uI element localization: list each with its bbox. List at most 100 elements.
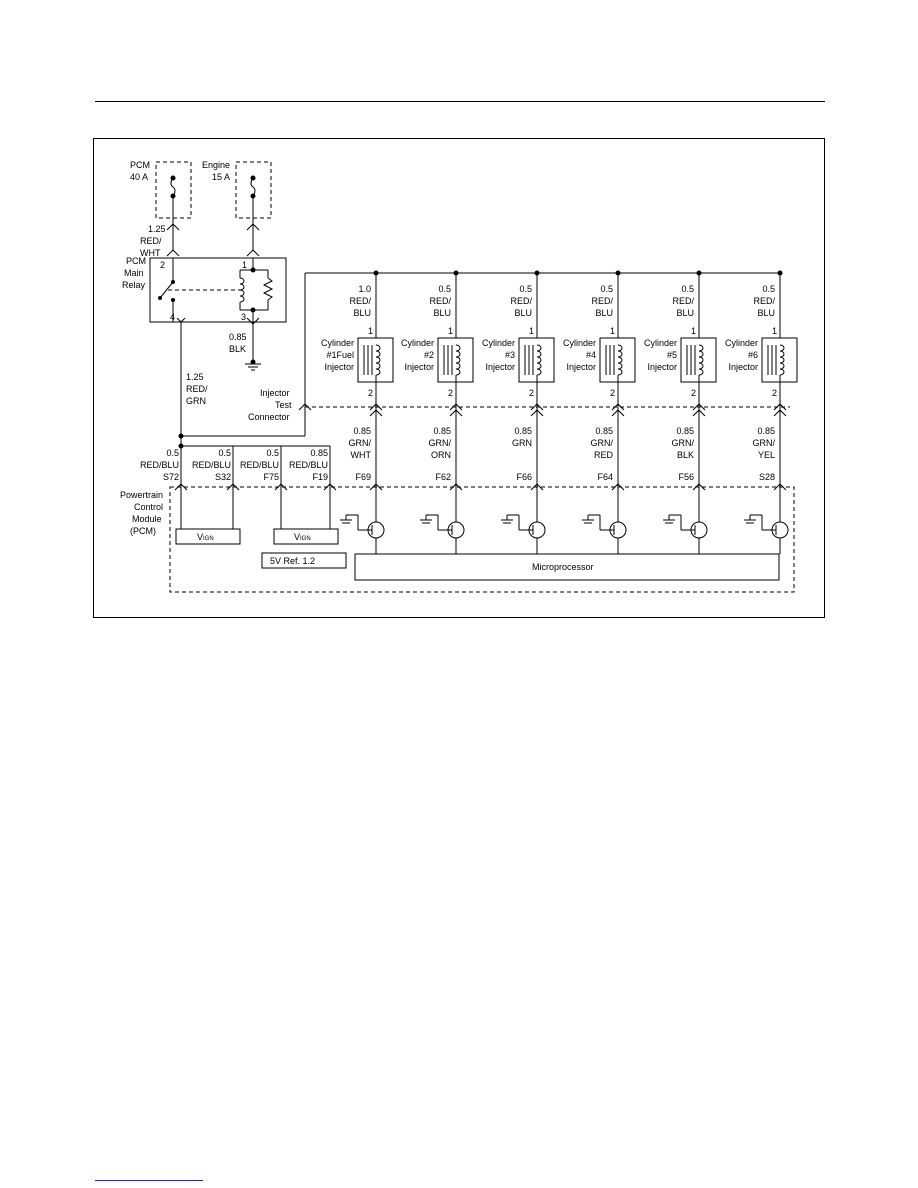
relay-pin: 3: [241, 312, 246, 322]
injector-pin: 1: [691, 326, 696, 336]
pcm-pin: F64: [597, 472, 613, 482]
wire-color: BLU: [676, 308, 694, 318]
wire-color: ORN: [431, 450, 451, 460]
wire-gauge: 0.85: [229, 332, 247, 342]
wire-color: GRN/: [591, 438, 614, 448]
pcm-pin: F62: [435, 472, 451, 482]
wire-gauge: 0.85: [433, 426, 451, 436]
injector-pin: 1: [772, 326, 777, 336]
injector-name: Cylinder: [644, 338, 677, 348]
relay-label: Main: [124, 268, 144, 278]
wire-color: WHT: [140, 248, 161, 258]
pcm-pin: F56: [678, 472, 694, 482]
injector-name: #1Fuel: [326, 350, 354, 360]
injector-name: Injector: [485, 362, 515, 372]
wire-color: GRN/: [429, 438, 452, 448]
connector-chevron: [176, 317, 186, 323]
wire-color: RED/: [753, 296, 775, 306]
wire-gauge: 0.5: [600, 284, 613, 294]
pcm-pin: F66: [516, 472, 532, 482]
wire-color: WHT: [351, 450, 372, 460]
pcm-label: (PCM): [130, 526, 156, 536]
pcm-label: Control: [134, 502, 163, 512]
connector-chevron: [246, 223, 260, 257]
wire-gauge: 0.5: [166, 448, 179, 458]
wire-color: RED/BLU: [240, 460, 279, 470]
pcm-pin: S72: [163, 472, 179, 482]
wire-gauge: 0.85: [757, 426, 775, 436]
injector-pin: 2: [529, 388, 534, 398]
wire-color: GRN/: [753, 438, 776, 448]
connector-chevron: [166, 223, 180, 257]
wire-color: RED/: [349, 296, 371, 306]
wire-color: GRN/: [672, 438, 695, 448]
wire-gauge: 0.5: [681, 284, 694, 294]
injector-name: Injector: [566, 362, 596, 372]
microprocessor-block: Microprocessor: [354, 553, 780, 581]
pcm-label: Powertrain: [120, 490, 163, 500]
wire-gauge: 0.85: [595, 426, 613, 436]
wire-color: BLK: [677, 450, 694, 460]
wire-color: RED/BLU: [192, 460, 231, 470]
wire-gauge: 1.0: [358, 284, 371, 294]
injector-name: #4: [586, 350, 596, 360]
injector-pin: 1: [529, 326, 534, 336]
wire-color: RED/BLU: [140, 460, 179, 470]
wire-gauge: 0.5: [438, 284, 451, 294]
pcm-pin: F69: [355, 472, 371, 482]
wire-color: RED/: [510, 296, 532, 306]
wire-color: BLU: [514, 308, 532, 318]
injector-1: 1.0RED/BLU1Cylinder#1FuelInjector20.85GR…: [321, 270, 394, 554]
injector-name: Cylinder: [401, 338, 434, 348]
wire-gauge: 0.85: [353, 426, 371, 436]
injector-name: #5: [667, 350, 677, 360]
wire-color: YEL: [758, 450, 775, 460]
pcm-label: Module: [132, 514, 162, 524]
wire-gauge: 0.5: [762, 284, 775, 294]
fuse-label: PCM: [130, 160, 150, 170]
injector-pin: 2: [368, 388, 373, 398]
injector-pin: 1: [610, 326, 615, 336]
pcm-main-relay: PCM Main Relay 2 1 4 3: [122, 256, 287, 323]
wire-color: GRN: [186, 396, 206, 406]
pcm-pin: S32: [215, 472, 231, 482]
wire-color: RED/BLU: [289, 460, 328, 470]
wire-gauge: 0.5: [218, 448, 231, 458]
fuse-rating: 15 A: [212, 172, 230, 182]
relay-label: PCM: [126, 256, 146, 266]
pcm-pin: F19: [312, 472, 328, 482]
fuse-label: Engine: [202, 160, 230, 170]
test-connector-label: Connector: [248, 412, 290, 422]
pcm-pin: S28: [759, 472, 775, 482]
wire-gauge: 0.5: [519, 284, 532, 294]
fuse-engine: Engine 15 A: [202, 160, 272, 250]
injector-name: Injector: [647, 362, 677, 372]
injector-name: Cylinder: [563, 338, 596, 348]
wire-color: RED/: [672, 296, 694, 306]
injector-name: Cylinder: [725, 338, 758, 348]
wire-gauge: 1.25: [186, 372, 204, 382]
svg-text:Microprocessor: Microprocessor: [532, 562, 594, 572]
wire-gauge: 0.85: [676, 426, 694, 436]
wire-color: BLU: [757, 308, 775, 318]
wire-gauge: 1.25: [148, 224, 166, 234]
injector-name: Injector: [404, 362, 434, 372]
injector-name: #3: [505, 350, 515, 360]
svg-text:V: V: [294, 532, 300, 542]
injector-5: 0.5RED/BLU1Cylinder#5Injector20.85GRN/BL…: [644, 270, 717, 554]
wire-gauge: 0.5: [266, 448, 279, 458]
injector-4: 0.5RED/BLU1Cylinder#4Injector20.85GRN/RE…: [563, 270, 636, 554]
injector-name: Injector: [324, 362, 354, 372]
ground-icon: [245, 359, 261, 371]
injector-pin: 2: [448, 388, 453, 398]
svg-text:IGN: IGN: [203, 536, 214, 542]
wire-color: GRN: [512, 438, 532, 448]
svg-text:V: V: [197, 532, 203, 542]
injector-name: Injector: [728, 362, 758, 372]
relay-pin: 1: [242, 260, 247, 270]
test-connector-label: Injector: [260, 388, 290, 398]
wire-color: BLK: [229, 344, 246, 354]
